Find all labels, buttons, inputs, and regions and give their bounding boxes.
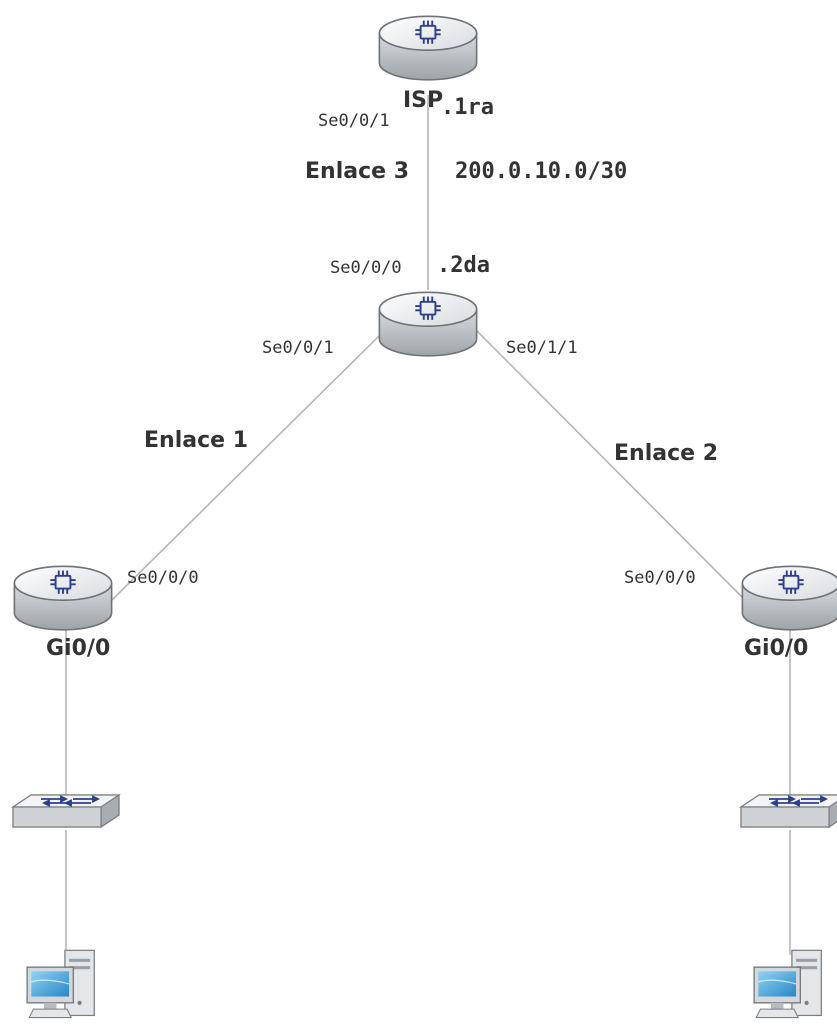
central-port-right-label: Se0/1/1 bbox=[506, 338, 578, 358]
left-router-port-label: Se0/0/0 bbox=[127, 568, 199, 588]
links bbox=[65, 95, 791, 955]
link-1-label: Enlace 1 bbox=[144, 428, 249, 453]
left-lan-port-label: Gi0/0 bbox=[46, 636, 111, 661]
right-router-port-label: Se0/0/0 bbox=[624, 568, 696, 588]
isp-port-label: Se0/0/1 bbox=[318, 111, 390, 131]
central-port-up-label: Se0/0/0 bbox=[330, 258, 402, 278]
link-2-line bbox=[475, 329, 746, 601]
right-switch-icon[interactable] bbox=[740, 794, 837, 828]
link-3-network: 200.0.10.0/30 bbox=[455, 159, 628, 184]
central-ip-suffix: .2da bbox=[437, 253, 490, 278]
central-port-left-label: Se0/0/1 bbox=[262, 338, 334, 358]
right-router-icon[interactable] bbox=[741, 565, 837, 631]
right-lan-port-label: Gi0/0 bbox=[744, 636, 809, 661]
link-2-label: Enlace 2 bbox=[614, 441, 719, 466]
isp-router-icon[interactable] bbox=[378, 15, 478, 81]
central-router-icon[interactable] bbox=[378, 291, 478, 357]
link-3-label: Enlace 3 bbox=[305, 159, 410, 184]
left-pc-icon[interactable] bbox=[26, 949, 95, 1019]
right-pc-icon[interactable] bbox=[753, 949, 822, 1019]
left-router-icon[interactable] bbox=[13, 565, 113, 631]
link-1-line bbox=[111, 329, 386, 601]
isp-device-name: ISP bbox=[403, 88, 444, 113]
left-switch-icon[interactable] bbox=[12, 794, 120, 828]
isp-ip-suffix: .1ra bbox=[441, 95, 494, 120]
